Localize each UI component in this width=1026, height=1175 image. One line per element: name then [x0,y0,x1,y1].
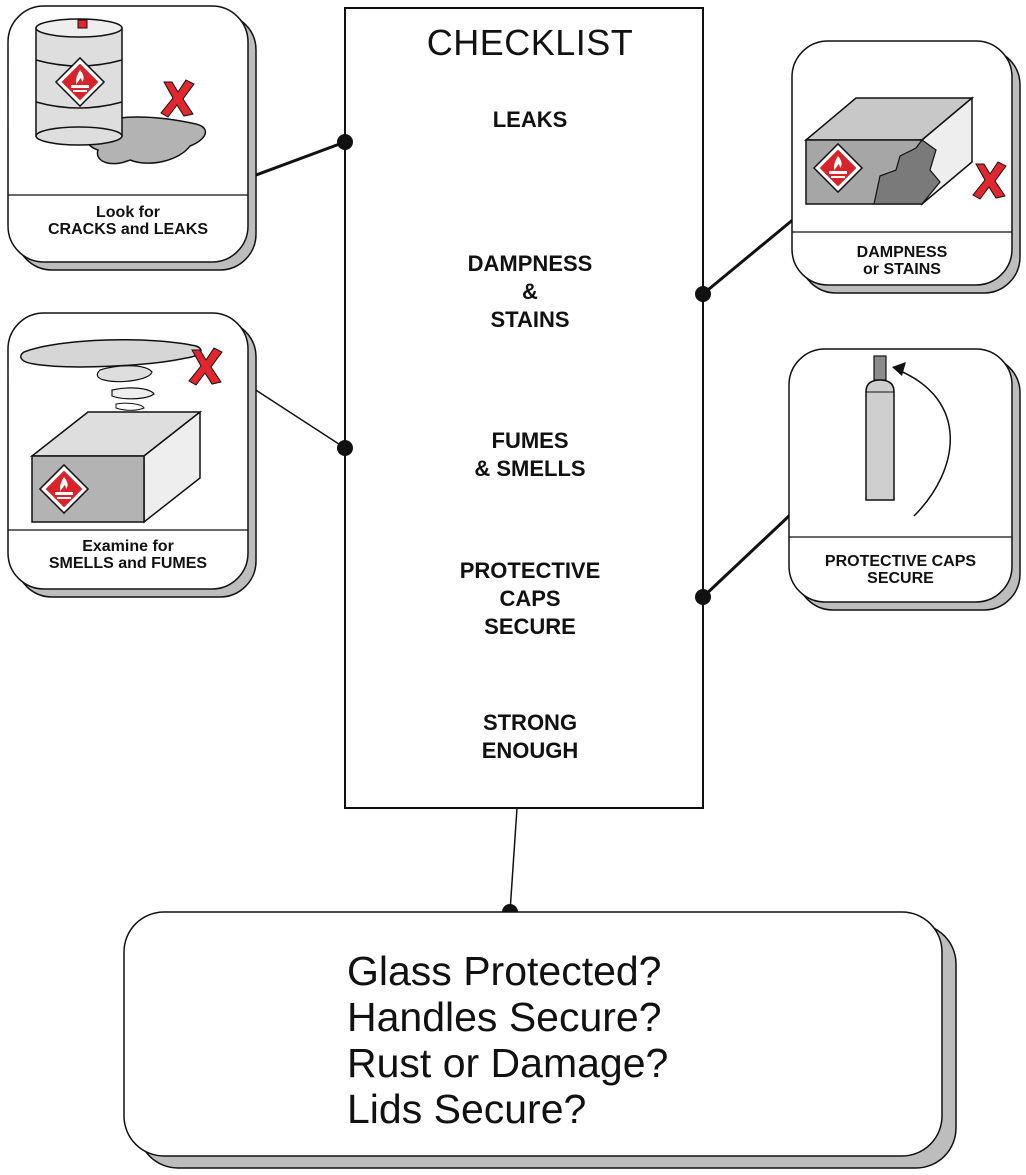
barrel-icon [35,18,123,146]
caption-cracks-leaks: Look for CRACKS and LEAKS [47,204,208,238]
checklist-item-caps: PROTECTIVE CAPS SECURE [459,558,601,639]
checklist-title: CHECKLIST [426,22,634,63]
dot-leaks [337,134,353,150]
connector-bottom [509,807,518,913]
card-dampness-stains [791,40,1021,294]
bottom-question-box [123,911,957,1169]
card-smells-fumes [7,312,257,598]
connector-dampness [702,216,796,296]
damaged-box-icon [803,96,975,206]
card-protective-caps [788,348,1021,611]
checklist-item-dampness: DAMPNESS & STAINS [467,251,593,332]
caption-dampness-stains: DAMPNESS or STAINS [856,244,948,278]
connector-caps [701,513,792,599]
checklist-box [344,7,704,809]
checklist-item-strong: STRONG ENOUGH [481,710,579,763]
dot-fumes [337,440,353,456]
caption-smells-fumes: Examine for SMELLS and FUMES [48,538,208,572]
connector-fumes [247,384,346,449]
box-icon [29,410,203,524]
gas-cylinder-icon [865,355,895,501]
checklist-item-fumes: FUMES & SMELLS [474,428,586,481]
connector-cracks [247,140,346,180]
connector-lines [247,140,796,913]
curved-arrow-icon [892,362,951,517]
caption-protective-caps: PROTECTIVE CAPS SECURE [824,553,977,587]
dot-caps [695,589,711,605]
fumes-cloud-icon [20,339,202,411]
dot-dampness [695,286,711,302]
card-cracks-leaks [7,5,257,271]
bottom-question-list: Glass Protected? Handles Secure? Rust or… [347,948,669,1132]
checklist-item-leaks: LEAKS [492,107,568,132]
